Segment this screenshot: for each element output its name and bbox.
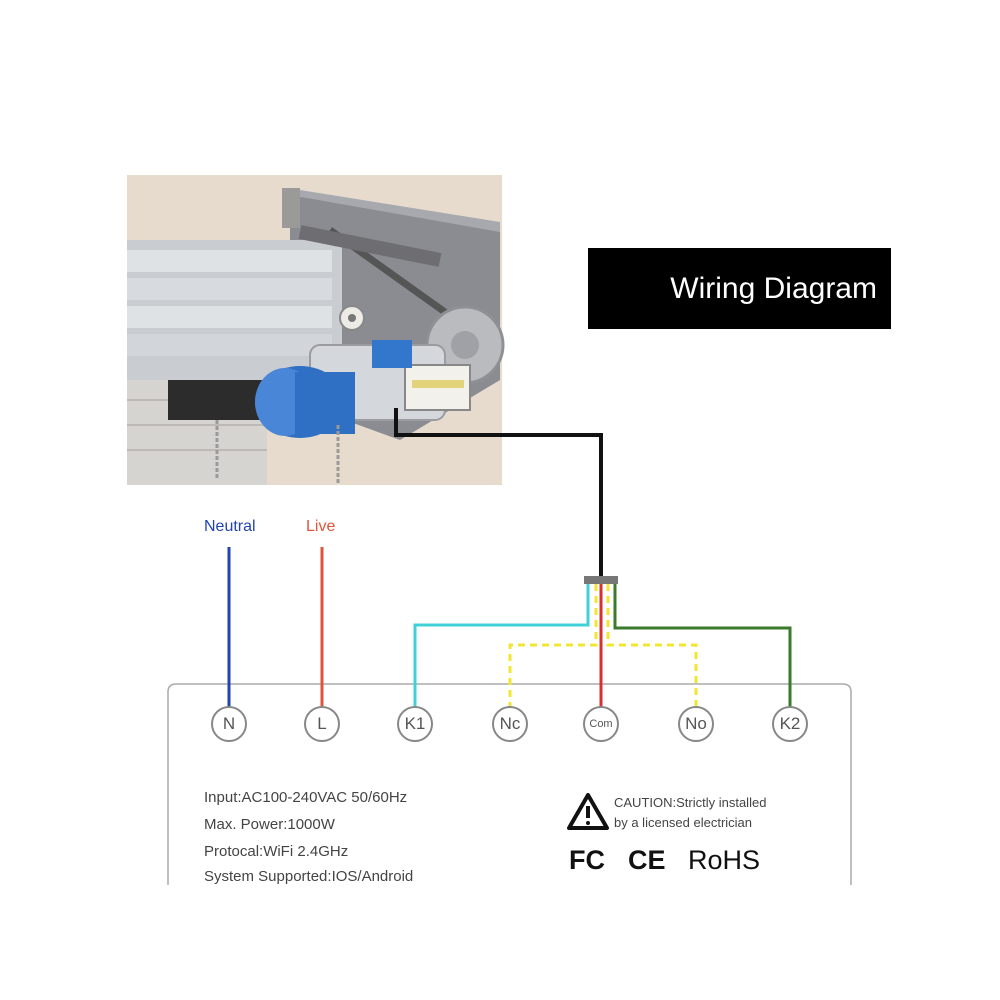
terminal-k2: K2 [772,706,808,742]
caution-line-2: by a licensed electrician [614,815,753,830]
tubular-motor-photo [127,175,505,485]
live-label: Live [306,518,336,535]
cable-junction [584,576,618,584]
neutral-label: Neutral [204,518,256,535]
fc-mark: FC [569,845,605,875]
spec-power: Max. Power:1000W [204,816,335,833]
motor-cable [394,408,603,580]
caution-line-1: CAUTION:Strictly installed [614,795,767,810]
spec-system: System Supported:IOS/Android [204,868,414,885]
terminal-com: Com [583,706,619,742]
no-wire [606,584,698,708]
rohs-mark: RoHS [688,845,761,875]
k1-wire [413,584,590,708]
spec-input: Input:AC100-240VAC 50/60Hz [204,789,408,806]
terminal-no: No [678,706,714,742]
k2-wire [613,584,792,708]
diagram-title: Wiring Diagram [588,248,891,329]
warning-triangle-icon [567,793,609,830]
terminal-n: N [211,706,247,742]
nc-wire [508,584,598,708]
terminal-l: L [304,706,340,742]
ce-mark: CE [628,845,666,875]
terminal-nc: Nc [492,706,528,742]
spec-protocol: Protocal:WiFi 2.4GHz [204,843,349,860]
terminal-k1: K1 [397,706,433,742]
